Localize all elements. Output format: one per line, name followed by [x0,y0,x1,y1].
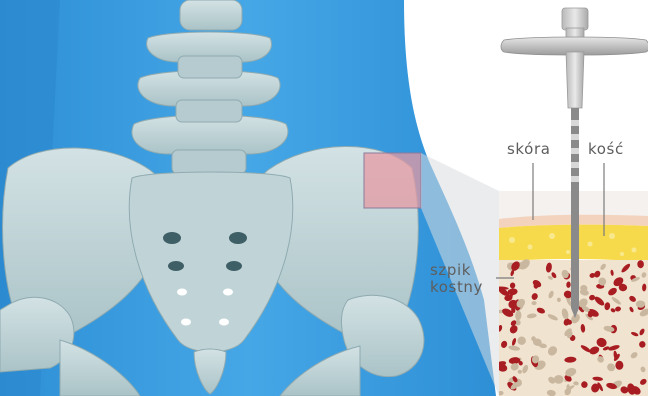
bone-marrow-label-line1: szpik [430,262,483,279]
bone-label: kość [588,141,624,158]
marrow-fat-cell [532,301,537,305]
bone-marrow-label: szpik kostny [430,262,483,296]
biopsy-site-marker [364,153,421,208]
skin-label: skóra [507,141,551,158]
bone-marrow-label-line2: kostny [430,279,483,296]
marrow-fat-cell [554,375,564,384]
